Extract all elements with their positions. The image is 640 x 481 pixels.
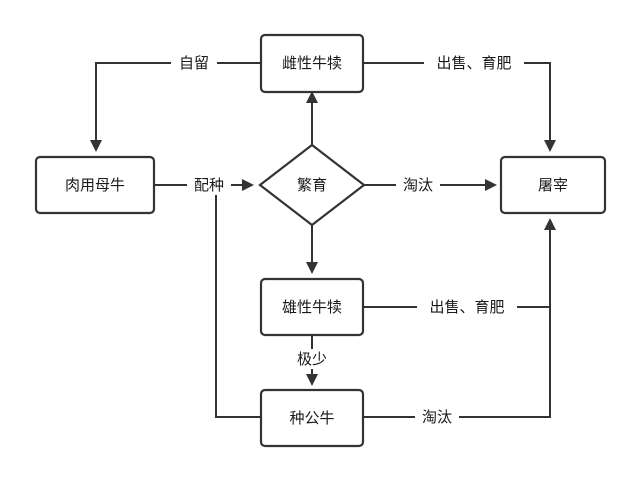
- edge-female-to-meat-cow: [90, 62, 260, 152]
- edge-label-mating: 配种: [194, 176, 224, 194]
- node-meat-cow: 肉用母牛: [34, 155, 156, 215]
- edge-label-cull-breeding: 淘汰: [403, 176, 433, 194]
- node-breeding: 繁育: [258, 143, 366, 227]
- node-slaughter-label: 屠宰: [538, 176, 568, 194]
- node-breeding-bull: 种公牛: [259, 388, 365, 448]
- edge-label-sell-male: 出售、育肥: [429, 298, 504, 316]
- node-male-calf: 雄性牛犊: [259, 277, 365, 337]
- edge-label-sell-female: 出售、育肥: [436, 54, 511, 72]
- edge-label-cull-bull: 淘汰: [422, 408, 452, 426]
- node-breeding-label: 繁育: [297, 176, 327, 194]
- edge-label-few: 极少: [297, 350, 327, 368]
- node-breeding-bull-label: 种公牛: [289, 409, 334, 427]
- node-female-calf-label: 雌性牛犊: [282, 54, 342, 72]
- edge-bull-to-slaughter: [364, 218, 556, 418]
- edge-female-to-slaughter: [363, 62, 556, 152]
- edge-label-self-keep: 自留: [179, 54, 209, 72]
- node-slaughter: 屠宰: [499, 155, 607, 215]
- node-male-calf-label: 雄性牛犊: [282, 298, 342, 316]
- node-female-calf: 雌性牛犊: [259, 33, 365, 94]
- node-meat-cow-label: 肉用母牛: [65, 176, 125, 194]
- edge-bull-to-mating: [215, 185, 260, 418]
